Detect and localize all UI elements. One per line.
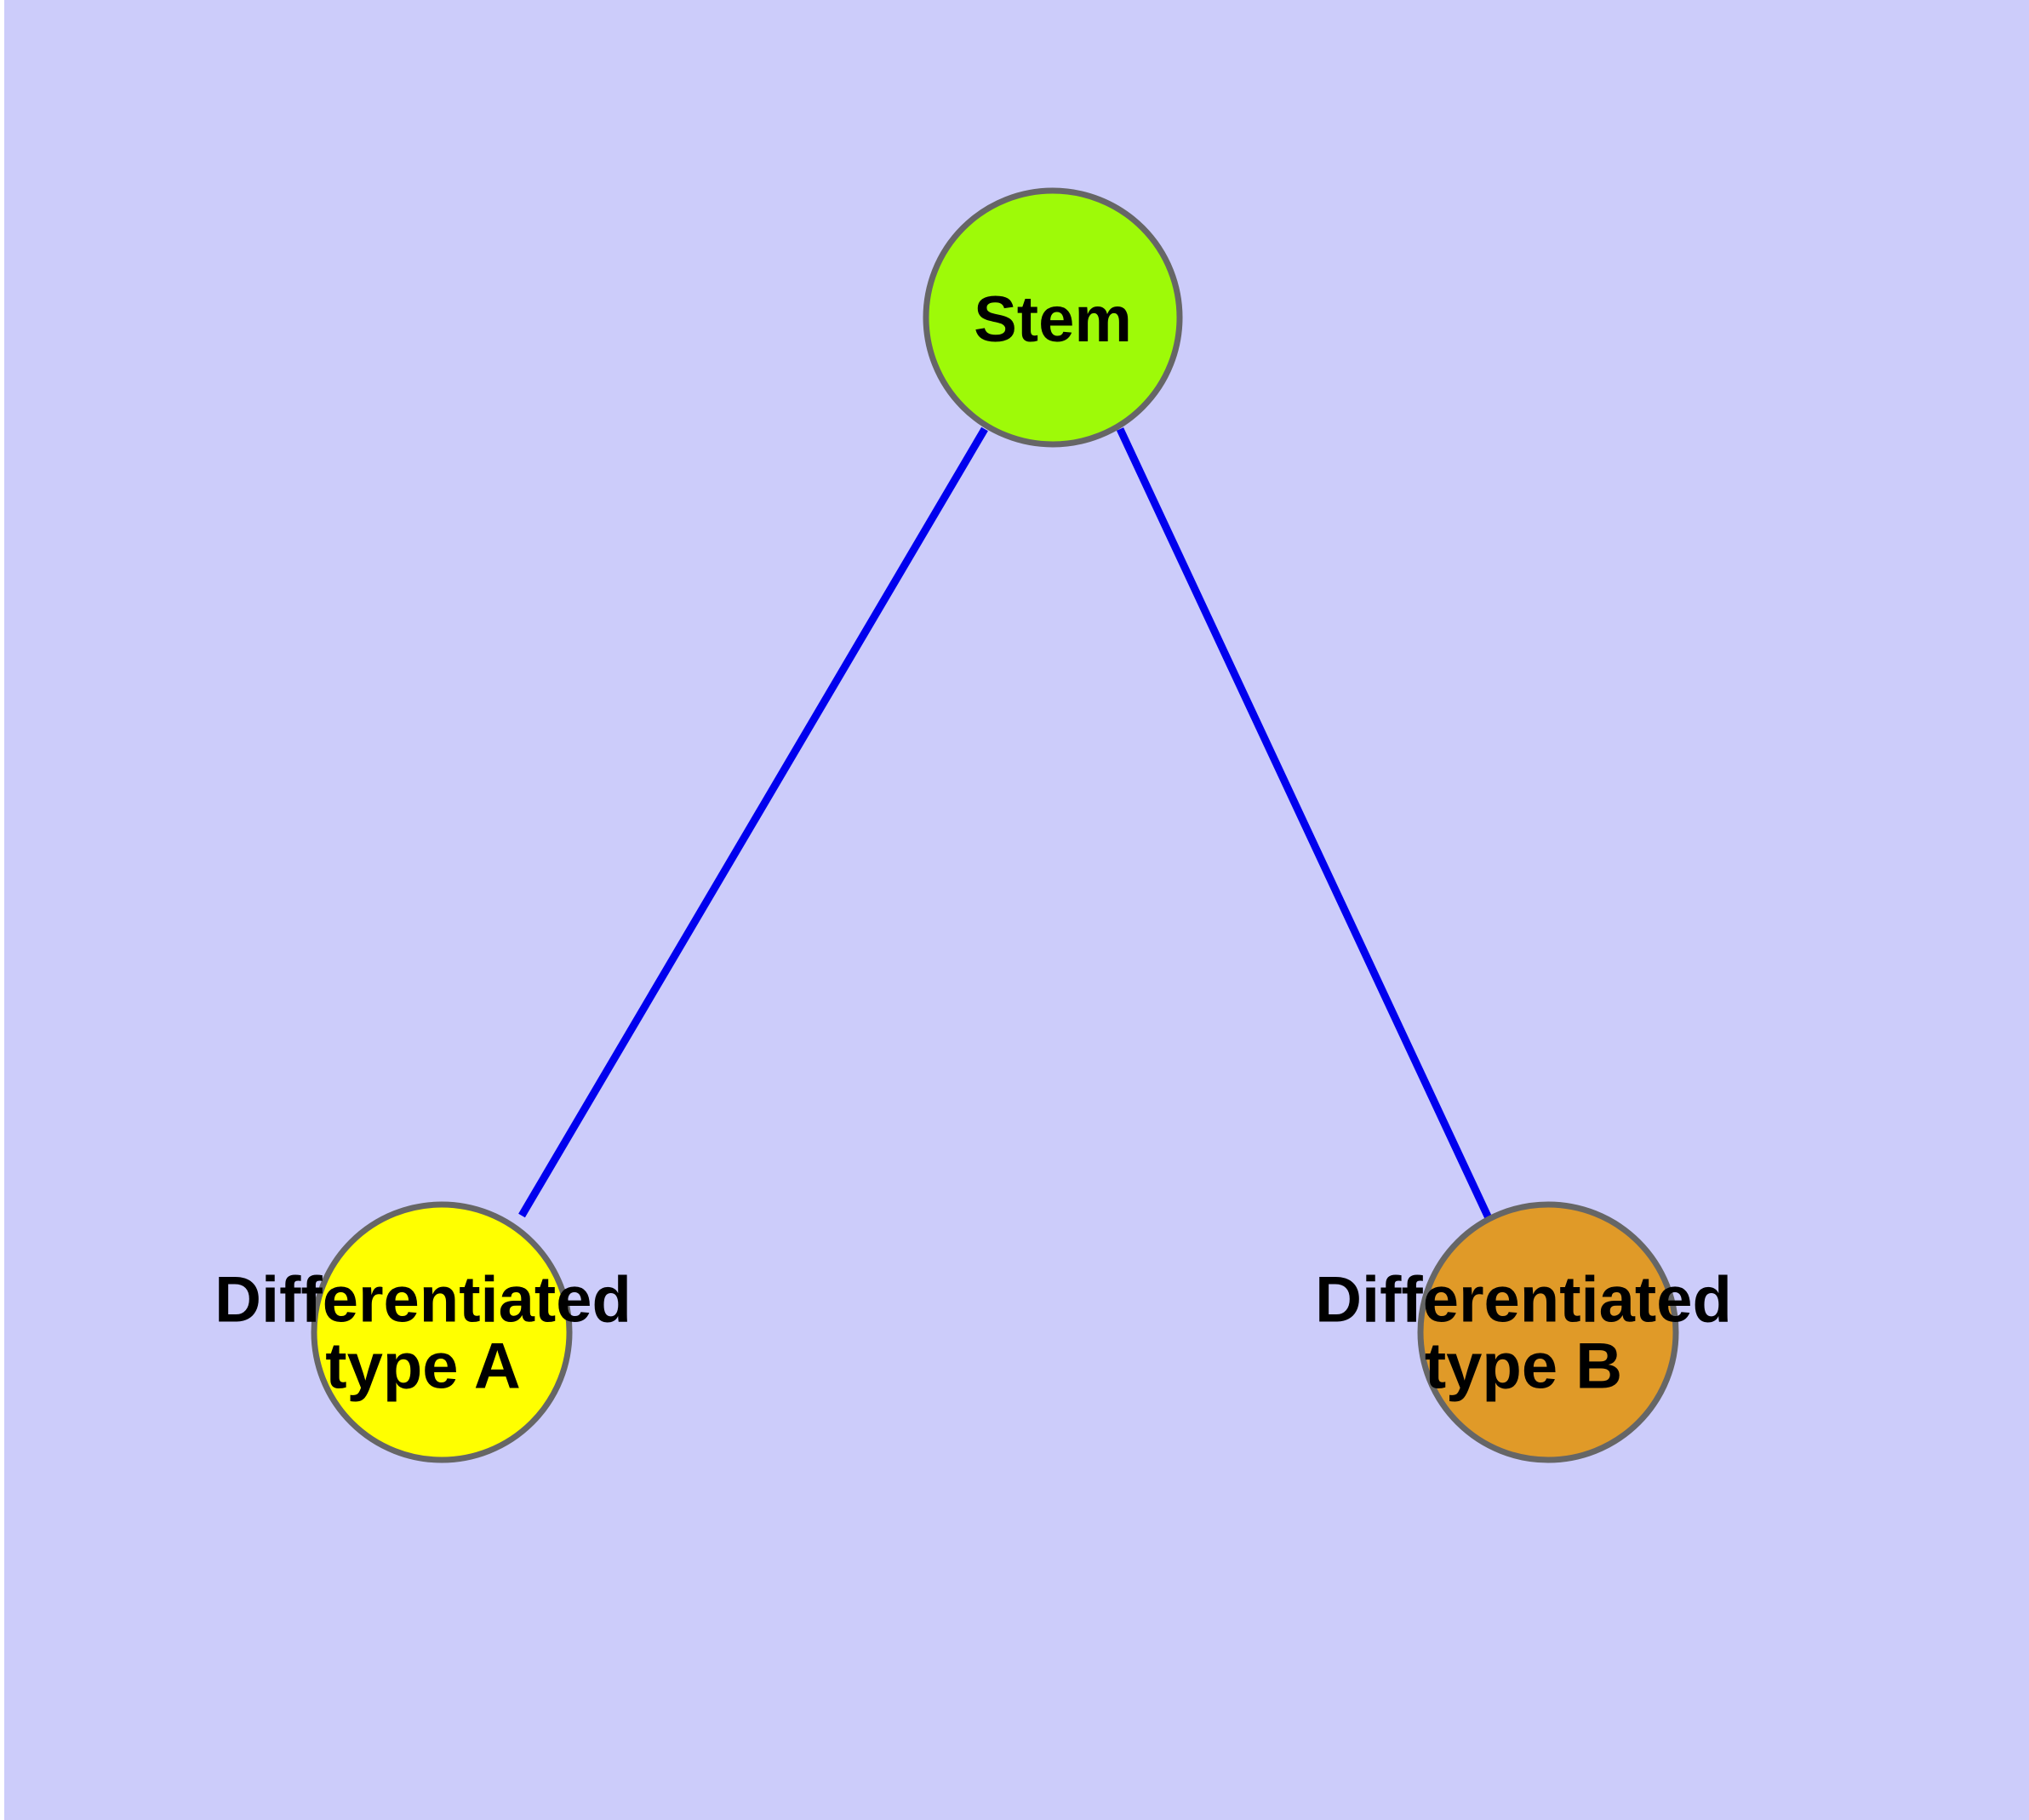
node-layer bbox=[311, 187, 1679, 1463]
edge-stem-to-diff-b[interactable] bbox=[1116, 427, 1494, 1222]
edge-stem-to-diff-a[interactable] bbox=[518, 426, 988, 1218]
edge-layer bbox=[518, 426, 1494, 1222]
node-diff-a[interactable] bbox=[311, 1201, 573, 1463]
node-diff-b[interactable] bbox=[1417, 1201, 1679, 1463]
node-stem[interactable] bbox=[923, 187, 1183, 448]
